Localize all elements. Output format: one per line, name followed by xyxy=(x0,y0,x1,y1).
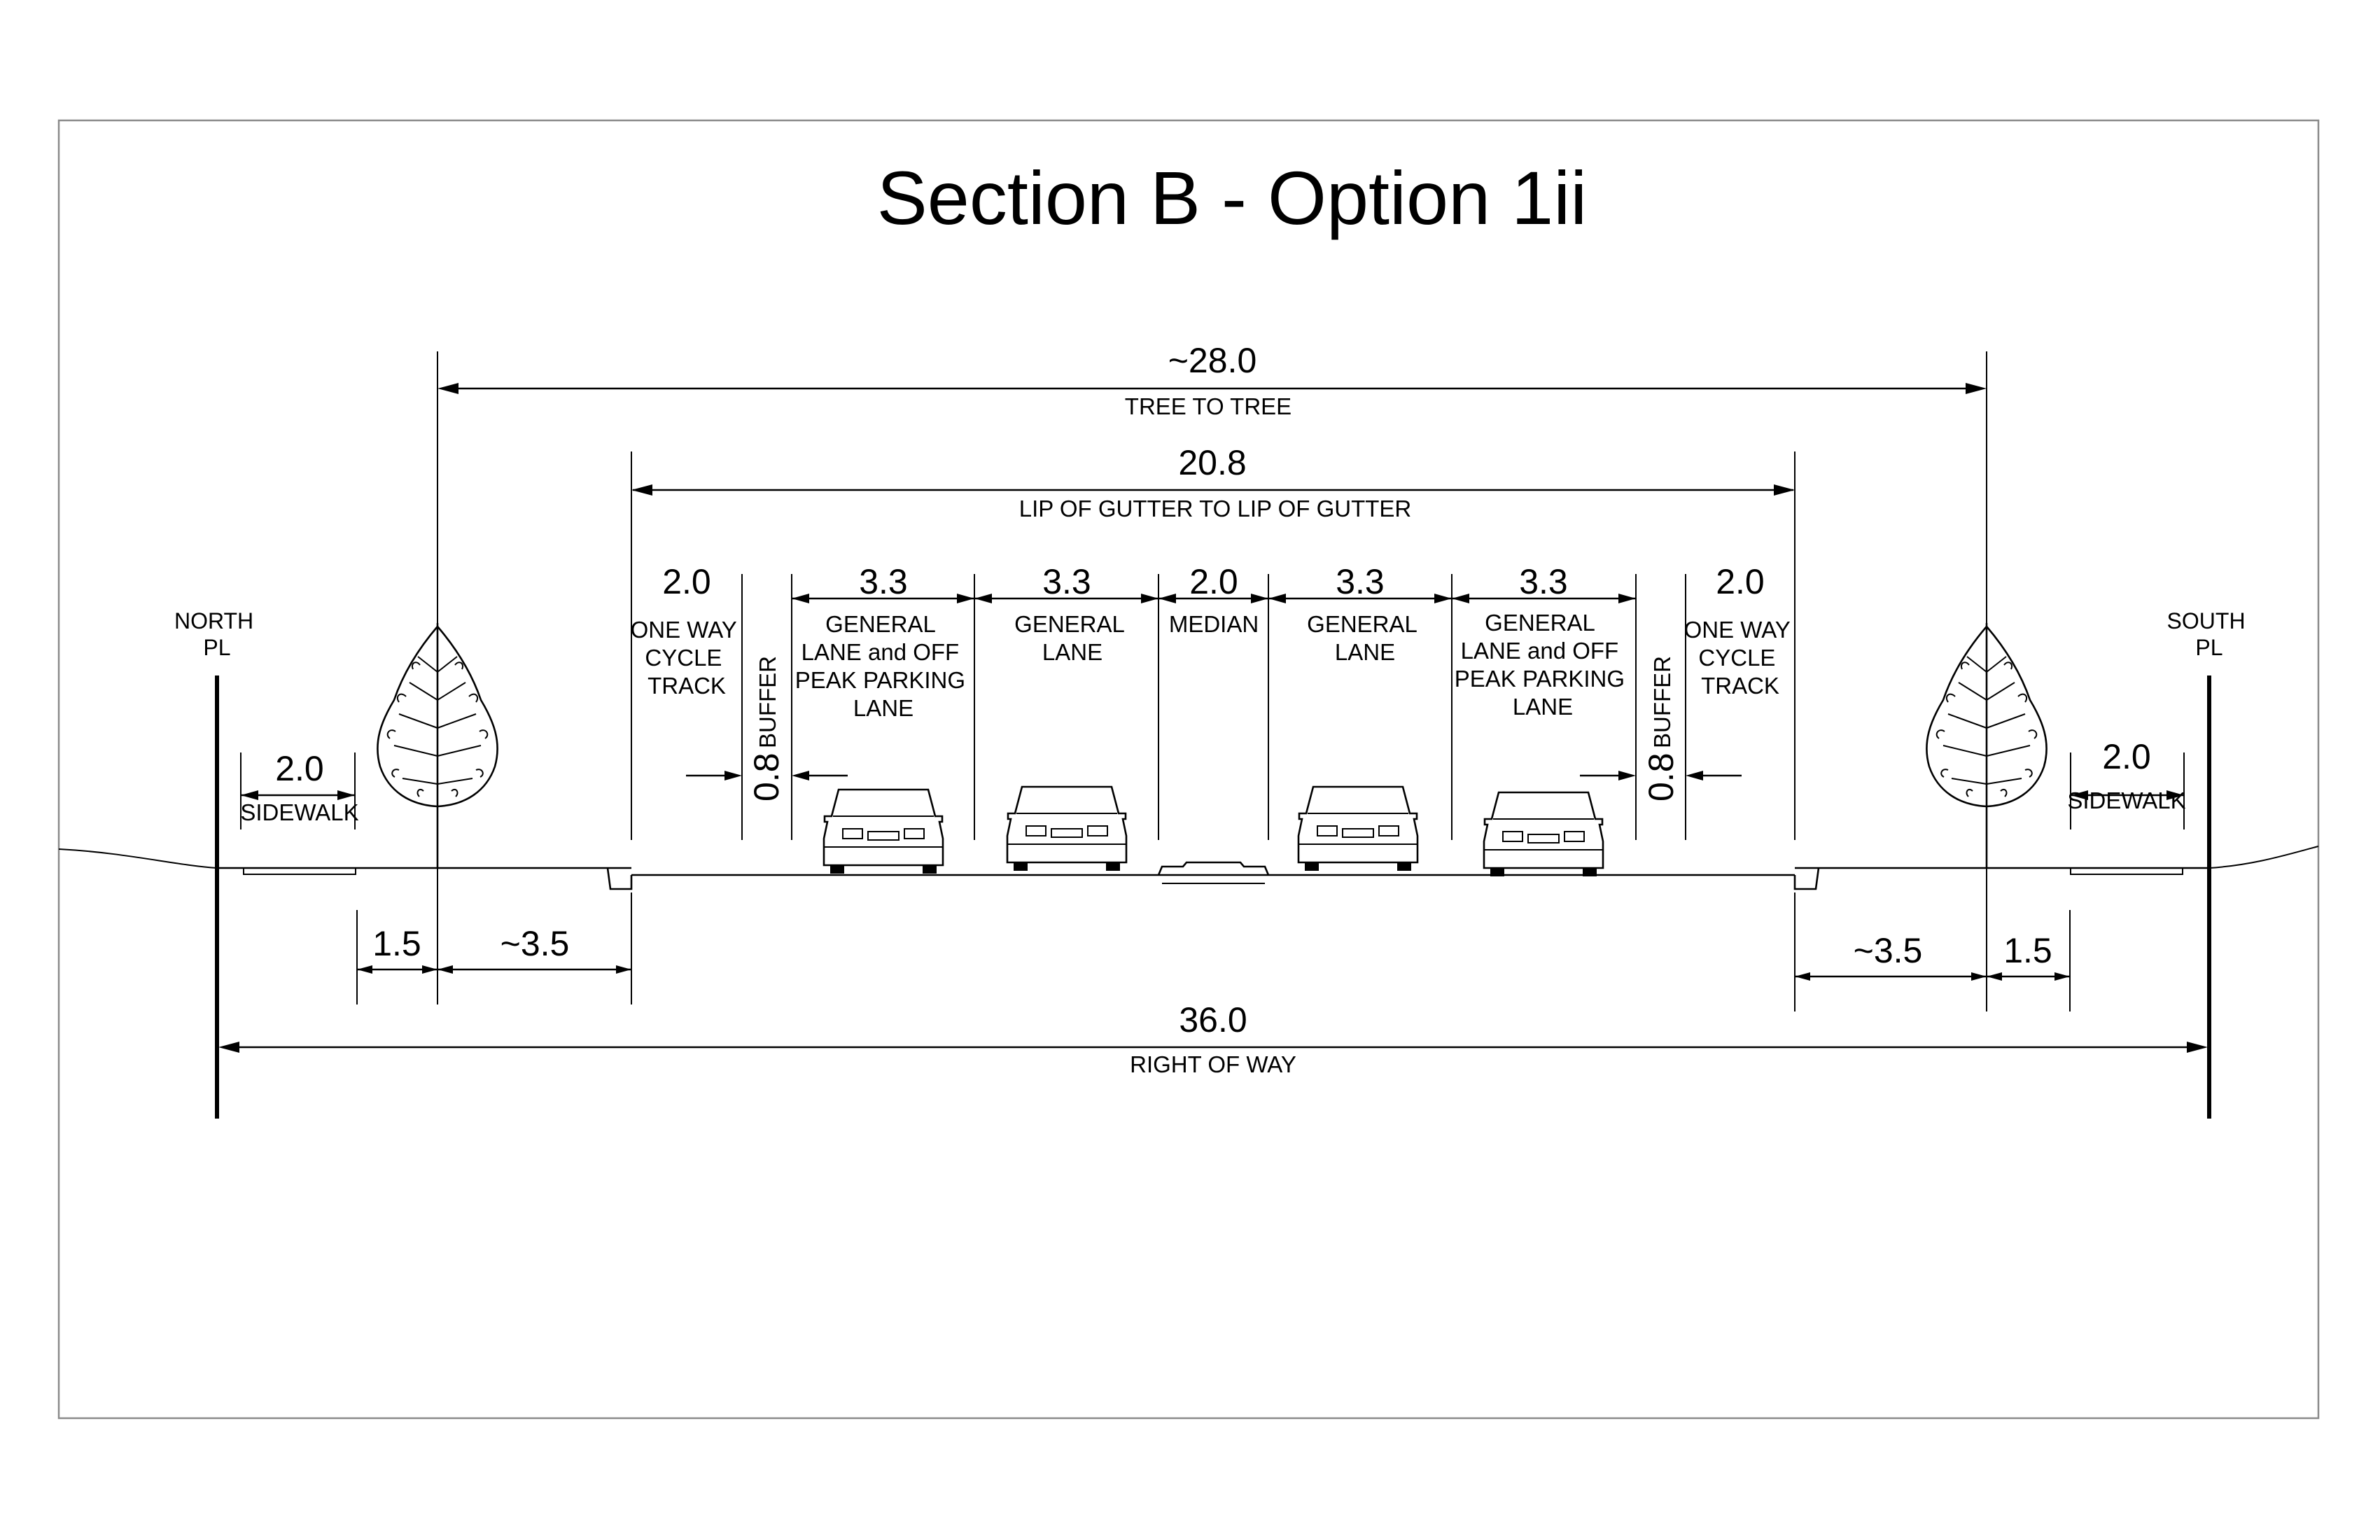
lane-6-label: GENERAL LANE and OFF PEAK PARKING LANE xyxy=(1455,610,1631,720)
car-icon xyxy=(822,788,944,874)
lane-1-value: 2.0 xyxy=(662,562,711,601)
south-property-line: SOUTH PL xyxy=(2167,608,2252,1119)
south-sidewalk-dimension: 2.0 SIDEWALK xyxy=(2067,737,2186,830)
lip-to-lip-label: LIP OF GUTTER TO LIP OF GUTTER xyxy=(1019,496,1411,522)
north-sidewalk-label: SIDEWALK xyxy=(240,799,358,825)
lane-4-label: MEDIAN xyxy=(1169,611,1259,637)
lane-5-label: GENERAL LANE xyxy=(1307,611,1423,665)
tree-to-tree-label: TREE TO TREE xyxy=(1125,393,1292,419)
drawing-frame xyxy=(57,119,2320,1420)
right-of-way-value: 36.0 xyxy=(1179,1000,1247,1040)
south-tree xyxy=(1926,623,2047,868)
north-buffer-label: BUFFER xyxy=(755,656,780,748)
north-buffer-value: 0.8 xyxy=(747,752,786,802)
lane-4-value: 2.0 xyxy=(1189,562,1238,601)
section-title: Section B - Option 1ii xyxy=(877,155,1588,240)
car-icon xyxy=(1006,785,1128,871)
lane-3-label: GENERAL LANE xyxy=(1014,611,1130,665)
ground-profile xyxy=(58,846,2319,890)
north-furnishing-value: 1.5 xyxy=(372,924,421,963)
lane-7-label: ONE WAY CYCLE TRACK xyxy=(1684,617,1797,699)
north-buffer: 0.8 BUFFER xyxy=(686,656,848,802)
south-buffer-value: 0.8 xyxy=(1642,752,1681,802)
lane-labels: ONE WAY CYCLE TRACK GENERAL LANE and OFF… xyxy=(631,610,1797,721)
south-pl-label: SOUTH PL xyxy=(2167,608,2252,660)
south-lower-dimensions: ~3.5 1.5 xyxy=(1794,868,2071,1011)
south-furnishing-value: 1.5 xyxy=(2003,931,2052,970)
north-pl-label: NORTH PL xyxy=(174,608,260,660)
lane-boundaries xyxy=(631,451,1795,840)
lane-5-value: 3.3 xyxy=(1336,562,1385,601)
south-boulevard-value: ~3.5 xyxy=(1854,931,1923,970)
south-buffer: 0.8 BUFFER xyxy=(1580,656,1742,802)
south-sidewalk-label: SIDEWALK xyxy=(2067,788,2185,813)
north-property-line: NORTH PL xyxy=(174,608,260,1119)
north-sidewalk-value: 2.0 xyxy=(275,749,324,788)
lane-3-value: 3.3 xyxy=(1042,562,1091,601)
north-lower-dimensions: 1.5 ~3.5 xyxy=(356,868,632,1004)
right-of-way-label: RIGHT OF WAY xyxy=(1130,1051,1296,1077)
lane-7-value: 2.0 xyxy=(1716,562,1765,601)
north-tree xyxy=(377,623,498,868)
lane-values: 2.0 3.3 3.3 2.0 3.3 3.3 2.0 xyxy=(662,562,1765,601)
north-boulevard-value: ~3.5 xyxy=(500,924,570,963)
south-buffer-label: BUFFER xyxy=(1649,656,1675,748)
lip-to-lip-value: 20.8 xyxy=(1178,443,1246,482)
lip-to-lip-dimension: 20.8 LIP OF GUTTER TO LIP OF GUTTER xyxy=(631,443,1795,522)
car-icon xyxy=(1297,785,1419,871)
lane-2-label: GENERAL LANE and OFF PEAK PARKING LANE xyxy=(795,611,972,721)
tree-to-tree-dimension: ~28.0 TREE TO TREE xyxy=(437,341,1987,630)
lane-1-label: ONE WAY CYCLE TRACK xyxy=(631,617,743,699)
lane-dimension-lines xyxy=(792,594,1636,603)
right-of-way-dimension: 36.0 RIGHT OF WAY xyxy=(218,1000,2208,1077)
car-icon xyxy=(1483,791,1604,876)
north-sidewalk-dimension: 2.0 SIDEWALK xyxy=(240,749,359,830)
south-sidewalk-value: 2.0 xyxy=(2102,737,2151,776)
tree-to-tree-value: ~28.0 xyxy=(1168,341,1257,380)
lane-6-value: 3.3 xyxy=(1519,562,1568,601)
lane-2-value: 3.3 xyxy=(859,562,908,601)
